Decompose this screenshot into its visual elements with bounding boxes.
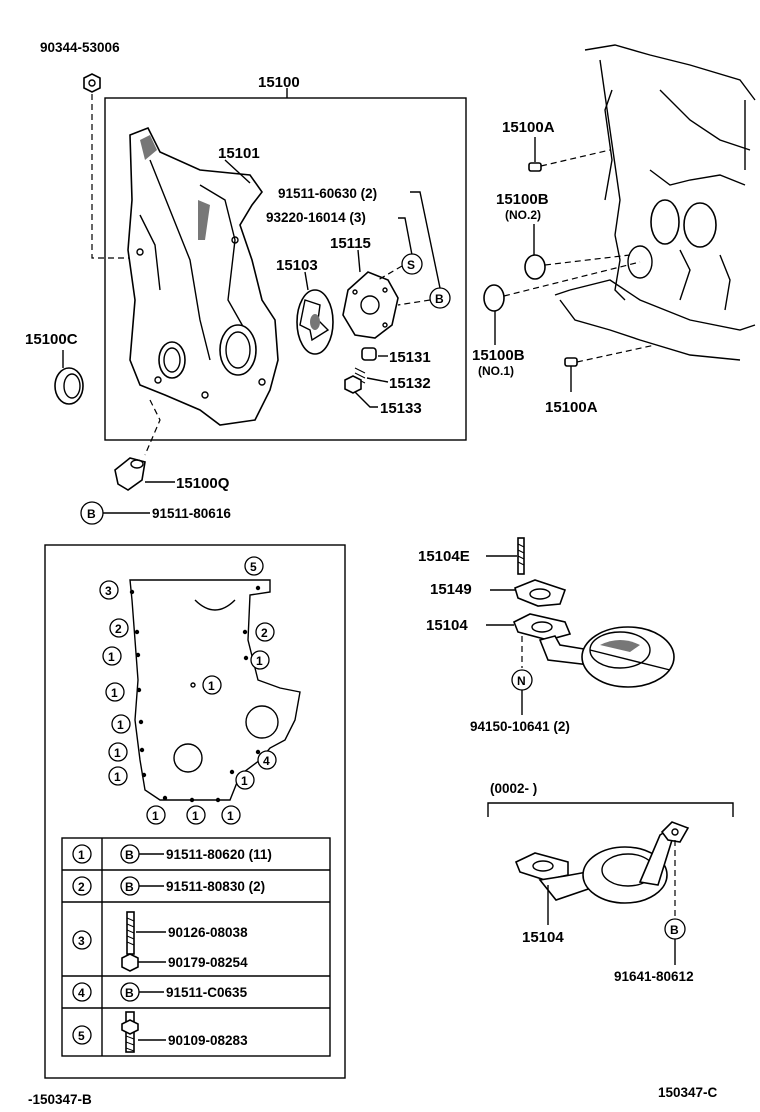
variant-strainer-icon (514, 821, 690, 904)
marker-right-4: 1 (241, 774, 248, 788)
label-15104-top[interactable]: 15104 (426, 617, 468, 634)
label-no2-note[interactable]: (NO.2) (505, 208, 541, 222)
bolt-hole-dots (129, 585, 261, 803)
label-15100q[interactable]: 15100Q (176, 475, 230, 492)
label-15131[interactable]: 15131 (389, 349, 431, 366)
marker-right-3: 4 (263, 754, 270, 768)
footer-code-right: 150347-C (658, 1085, 718, 1100)
timing-cover-shape (127, 126, 279, 426)
sensor-icon (114, 457, 146, 491)
label-15115[interactable]: 15115 (330, 235, 371, 252)
label-15101[interactable]: 15101 (218, 145, 260, 162)
marker-right-1: 2 (261, 626, 268, 640)
table-key-5: 5 (78, 1029, 85, 1043)
label-91641-80612[interactable]: 91641-80612 (614, 969, 694, 984)
label-15133[interactable]: 15133 (380, 400, 422, 417)
callout-n: N (517, 674, 526, 688)
plug-bolt-icon (83, 73, 101, 93)
marker-left-4: 1 (111, 686, 118, 700)
label-15100c[interactable]: 15100C (25, 331, 78, 348)
table-part-4[interactable]: 91511-C0635 (166, 985, 248, 1000)
dowel-pin-bottom-icon (564, 357, 578, 367)
label-15104e[interactable]: 15104E (418, 548, 470, 565)
strainer-icon (512, 613, 675, 688)
dowel-pin-top-icon (528, 162, 542, 172)
table-part-2[interactable]: 91511-80830 (2) (166, 879, 265, 894)
table-part-3b[interactable]: 90179-08254 (168, 955, 248, 970)
marker-bottom-2: 1 (192, 809, 199, 823)
label-15104-variant[interactable]: 15104 (522, 929, 564, 946)
nut-icon (121, 953, 139, 972)
table-key-3: 3 (78, 934, 85, 948)
label-93220-16014[interactable]: 93220-16014 (3) (266, 210, 366, 225)
label-15100b-no2[interactable]: 15100B (496, 191, 549, 208)
label-15100a-bottom[interactable]: 15100A (545, 399, 598, 416)
marker-left-2: 2 (115, 622, 122, 636)
relief-valve-parts (344, 347, 377, 394)
bolt-key-table: 1 B 91511-80620 (11) 2 B 91511-80830 (2)… (61, 837, 331, 1057)
bolt-map-section: 3 2 1 1 1 1 1 5 2 1 1 4 1 1 1 1 1 (44, 544, 346, 1079)
marker-right-2: 1 (256, 654, 263, 668)
engine-block-shape (554, 44, 756, 361)
label-15149[interactable]: 15149 (430, 581, 472, 598)
label-15103[interactable]: 15103 (276, 257, 318, 274)
table-part-5[interactable]: 90109-08283 (168, 1033, 248, 1048)
table-key-2: 2 (78, 880, 85, 894)
marker-left-1: 3 (105, 584, 112, 598)
footer-code-left: -150347-B (28, 1092, 92, 1107)
table-key-4: 4 (78, 986, 85, 1000)
label-90344-53006[interactable]: 90344-53006 (40, 40, 120, 55)
label-no1-note[interactable]: (NO.1) (478, 364, 514, 378)
o-ring-no1-icon (483, 284, 505, 312)
oil-strainer-section: 15104E 15149 15104 N 94150-10641 (2) (418, 537, 675, 734)
label-91511-80616[interactable]: 91511-80616 (152, 506, 231, 521)
variant-strainer-section: (0002- ) 15104 B 91641-80612 (487, 781, 734, 984)
marker-left-3: 1 (108, 650, 115, 664)
table-mark-1: B (125, 848, 134, 862)
oil-seal-icon (54, 367, 84, 405)
table-mark-2: B (125, 880, 134, 894)
table-mark-4: B (125, 986, 134, 1000)
table-part-3a[interactable]: 90126-08038 (168, 925, 248, 940)
gasket-icon (514, 579, 567, 607)
marker-center: 1 (208, 679, 215, 693)
label-15100[interactable]: 15100 (258, 74, 300, 91)
marker-left-5: 1 (117, 718, 124, 732)
marker-bottom-3: 1 (227, 809, 234, 823)
label-94150-10641[interactable]: 94150-10641 (2) (470, 719, 570, 734)
marker-bottom-1: 1 (152, 809, 159, 823)
label-91511-60630[interactable]: 91511-60630 (2) (278, 186, 377, 201)
callout-b-top: B (435, 292, 444, 306)
pump-rotor-icon (296, 289, 334, 355)
table-part-1[interactable]: 91511-80620 (11) (166, 847, 272, 862)
o-ring-no2-icon (524, 254, 546, 280)
bolt-map-frame (44, 544, 346, 1079)
label-15100a-top[interactable]: 15100A (502, 119, 555, 136)
table-key-1: 1 (78, 848, 85, 862)
callout-b-sensor: B (87, 507, 96, 521)
callout-b-variant: B (670, 923, 679, 937)
stud-bolt-icon (126, 911, 135, 955)
bolt-map-markers: 3 2 1 1 1 1 1 5 2 1 1 4 1 1 1 1 (99, 556, 277, 825)
assembly-box-15100 (104, 97, 467, 441)
pump-plate-icon (342, 271, 399, 339)
oil-pump-assembly-section: 15100 90344-53006 15101 (25, 40, 467, 525)
marker-top-right: 5 (250, 560, 257, 574)
label-15100b-no1[interactable]: 15100B (472, 347, 525, 364)
label-15132[interactable]: 15132 (389, 375, 431, 392)
marker-left-7: 1 (114, 770, 121, 784)
callout-s: S (407, 258, 415, 272)
engine-block-section: 15100A 15100B (NO.2) 15100B (NO.1) 15100… (472, 44, 756, 416)
marker-left-6: 1 (114, 746, 121, 760)
label-date-range[interactable]: (0002- ) (490, 781, 537, 796)
flange-stud-icon (121, 1011, 139, 1053)
